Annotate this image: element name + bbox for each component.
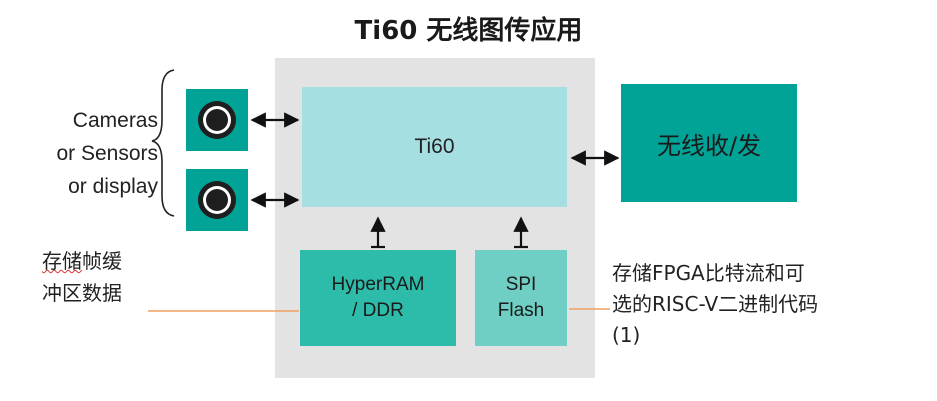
hyperram-label-line2: / DDR	[352, 300, 404, 321]
sensors-label-line1: Cameras	[72, 109, 158, 132]
frame-buffer-note-line2: 冲区数据	[42, 281, 122, 305]
camera-module-1	[186, 89, 248, 151]
ti60-label: Ti60	[414, 135, 455, 158]
ti60-block: Ti60	[302, 87, 567, 207]
camera-module-2	[186, 169, 248, 231]
frame-buffer-note-rest: 帧缓	[82, 249, 122, 273]
hyperram-label-line1: HyperRAM	[331, 274, 425, 295]
camera-lens-icon	[198, 181, 236, 219]
up-arrow-icon	[513, 216, 529, 249]
spi-flash-block: SPI Flash	[475, 250, 567, 346]
wireless-label: 无线收/发	[656, 131, 762, 160]
sensors-label-line3: or display	[68, 175, 158, 198]
diagram-title: Ti60 无线图传应用	[354, 16, 583, 46]
sensors-label-line2: or Sensors	[56, 142, 158, 165]
bitstream-note-line1: 存储FPGA比特流和可	[612, 261, 805, 285]
up-arrow-icon	[370, 216, 386, 249]
bitstream-note: 存储FPGA比特流和可 选的RISC-V二进制代码 (1)	[612, 258, 818, 351]
bitstream-note-line3: (1)	[612, 323, 641, 347]
spi-flash-label-line2: Flash	[497, 300, 545, 321]
curly-brace-icon	[151, 69, 175, 217]
frame-buffer-note: 存储帧缓 冲区数据	[42, 245, 122, 309]
sensors-label: Cameras or Sensors or display	[22, 104, 158, 203]
spi-flash-label-line1: SPI	[505, 274, 537, 295]
frame-buffer-note-marked: 存储	[42, 249, 82, 273]
hyperram-block: HyperRAM / DDR	[300, 250, 456, 346]
camera-lens-icon	[198, 101, 236, 139]
wireless-transceiver-block: 无线收/发	[621, 84, 797, 202]
bitstream-note-line2: 选的RISC-V二进制代码	[612, 292, 819, 316]
